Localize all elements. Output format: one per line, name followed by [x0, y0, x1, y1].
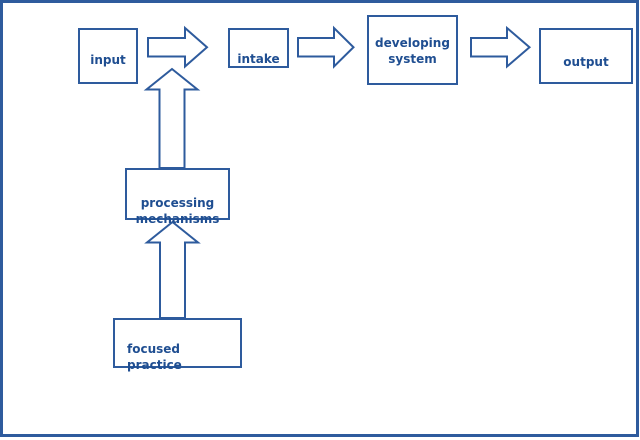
arrow-developing-system-to-output: [470, 25, 532, 69]
node-intake: intake: [228, 28, 289, 68]
node-intake-label: intake: [237, 52, 280, 66]
arrow-input-to-intake: [147, 25, 209, 69]
node-input: input: [78, 28, 138, 84]
node-input-label: input: [90, 53, 126, 67]
arrow-focused-practice-up: [144, 220, 201, 319]
node-processing-mechanisms: processing mechanisms: [125, 168, 230, 226]
node-output: output: [539, 28, 633, 84]
node-focused-practice-label: focused practice: [127, 342, 182, 372]
node-developing-system-label: developing system: [375, 36, 450, 66]
arrow-processing-mechanisms-up: [143, 67, 201, 169]
arrow-intake-to-developing-system: [297, 25, 355, 69]
node-developing-system: developing system: [367, 15, 458, 85]
node-focused-practice: focused practice: [113, 318, 242, 372]
node-output-label: output: [563, 55, 609, 69]
node-processing-mechanisms-label: processing mechanisms: [135, 196, 220, 226]
